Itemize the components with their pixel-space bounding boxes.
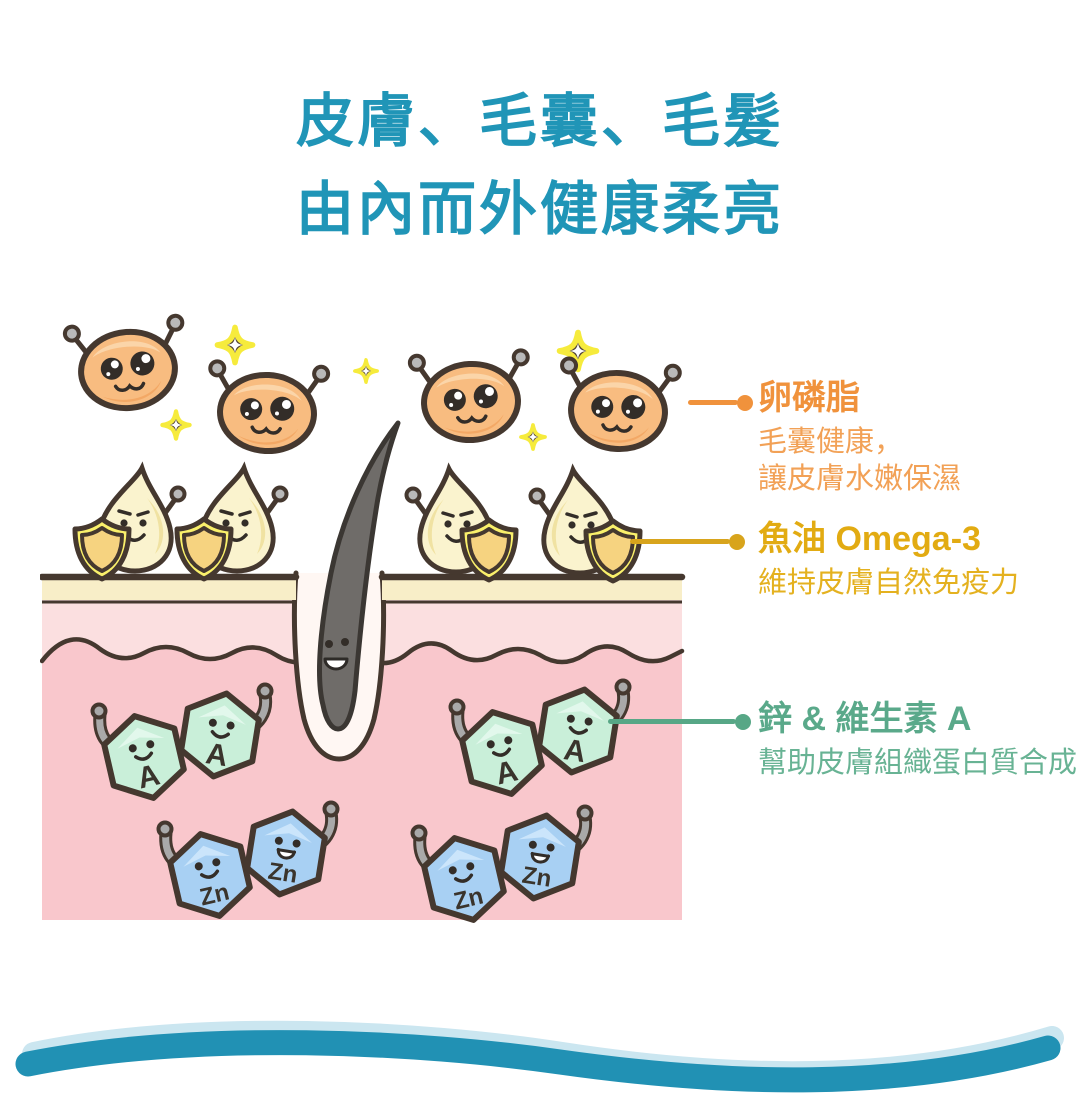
zinc-vitamin-a-description: 幫助皮膚組織蛋白質合成 [758,747,1078,779]
bottom-wave-decoration [15,1020,1064,1093]
fish-oil-label: 魚油 Omega-3 維持皮膚自然免疫力 [758,518,1019,602]
title-line-2: 由內而外健康柔亮 [295,177,784,242]
skin-illustration: A Zn [40,313,686,925]
hair-strand [317,420,401,732]
zinc-leader-line [608,713,751,730]
lecithin-description: 毛囊健康， 讓皮膚水嫩保濕 [758,426,962,495]
skin-epidermis [40,573,686,604]
zinc-vitamin-a-title: 鋅 & 維生素 A [758,700,972,738]
zinc-vitamin-a-label: 鋅 & 維生素 A 幫助皮膚組織蛋白質合成 [758,698,1077,782]
page-title: 皮膚、毛囊、毛髮 由內而外健康柔亮 [0,78,1080,254]
fish-oil-title: 魚油 Omega-3 [758,520,981,558]
lecithin-title: 卵磷脂 [758,379,860,417]
fish-oil-description: 維持皮膚自然免疫力 [758,567,1020,599]
title-line-1: 皮膚、毛囊、毛髮 [295,89,784,154]
lecithin-label: 卵磷脂 毛囊健康， 讓皮膚水嫩保濕 [758,377,961,498]
leader-dot [729,533,745,550]
lecithin-leader-line [688,394,753,411]
fish-oil-leader-line [630,533,745,550]
leader-dot [735,713,751,730]
leader-dot [737,394,753,411]
